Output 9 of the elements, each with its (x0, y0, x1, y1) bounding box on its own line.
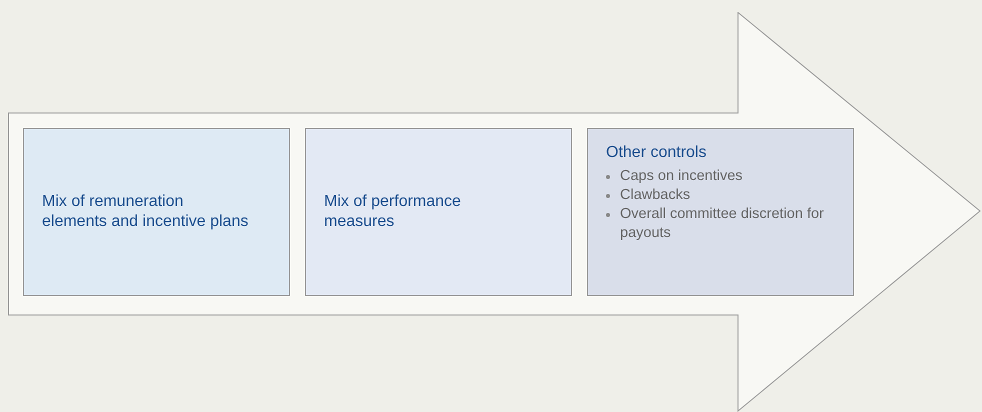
box-title: Mix of remuneration elements and incentive plans (42, 192, 249, 232)
bullet-text: Clawbacks (620, 186, 690, 205)
box-title: Mix of performance measures (324, 192, 462, 232)
text-box (587, 128, 854, 296)
text-box (23, 128, 290, 296)
text-box (305, 128, 572, 296)
bullet-text: Overall committee discretion for payouts (620, 205, 825, 243)
box-heading: Other controls (606, 143, 708, 163)
bullet-text: Caps on incentives (620, 167, 743, 186)
